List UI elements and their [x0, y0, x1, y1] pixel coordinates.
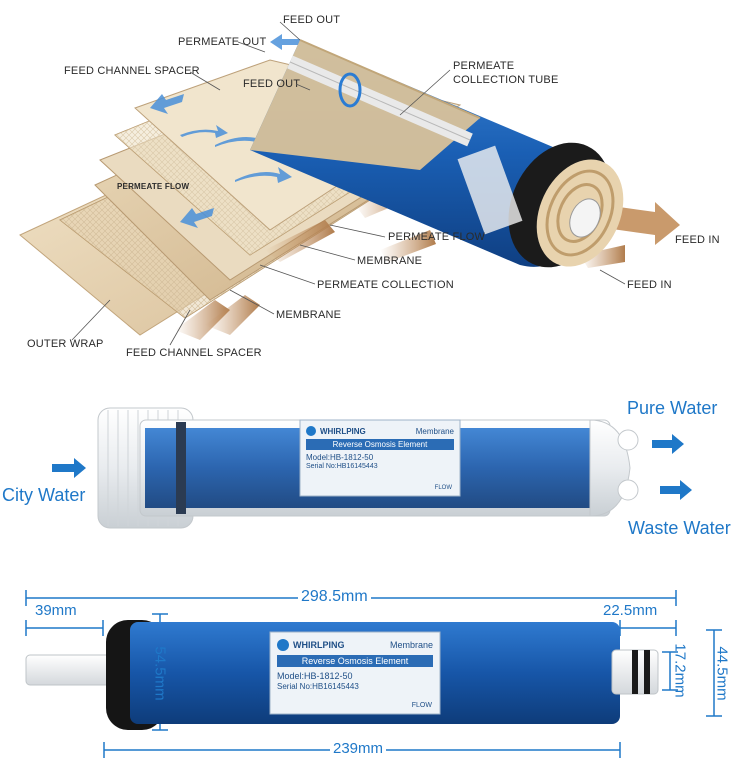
label-title: Reverse Osmosis Element: [306, 439, 454, 450]
brand-type: Membrane: [389, 640, 433, 650]
label-model: Model:HB-1812-50: [277, 671, 353, 681]
exploded-membrane-illustration: [19, 34, 680, 340]
label-feed-in-upper: FEED IN: [675, 234, 720, 246]
label-flow: FLOW: [411, 702, 432, 709]
product-label-small: WHIRLPING Membrane Reverse Osmosis Eleme…: [302, 422, 458, 494]
exploded-view: FEED OUT PERMEATE OUT FEED CHANNEL SPACE…: [0, 0, 750, 370]
label-serial: Serial No:HB16145443: [277, 682, 359, 691]
membrane-cartridge: [250, 39, 624, 268]
label-pure-water: Pure Water: [627, 398, 718, 418]
product-label-large: WHIRLPING Membrane Reverse Osmosis Eleme…: [272, 634, 438, 712]
dimensioned-cartridge-illustration: [25, 590, 722, 758]
permeate-flow-arrows: [150, 34, 300, 228]
label-feed-out-mid: FEED OUT: [243, 78, 301, 90]
label-feed-out-top: FEED OUT: [283, 14, 341, 26]
dimension-view: 298.5mm 39mm 22.5mm 54.5mm 17.2mm 44.5mm…: [0, 580, 750, 776]
label-feed-in-lower: FEED IN: [627, 279, 672, 291]
dim-cap-diameter: 54.5mm: [151, 646, 169, 701]
label-permeate-flow-right: PERMEATE FLOW: [388, 231, 486, 243]
label-city-water: City Water: [2, 485, 86, 505]
label-permeate-collection-tube-2: COLLECTION TUBE: [453, 74, 559, 86]
label-permeate-collection-tube-1: PERMEATE: [453, 60, 515, 72]
label-feed-channel-spacer-bottom: FEED CHANNEL SPACER: [126, 347, 262, 359]
brand-logo-icon: [277, 639, 289, 651]
label-title: Reverse Osmosis Element: [277, 655, 433, 667]
housing-cartridge-illustration: [52, 407, 692, 529]
label-membrane-lower: MEMBRANE: [276, 309, 342, 321]
brand-logo-icon: [306, 426, 316, 436]
label-permeate-out: PERMEATE OUT: [178, 36, 267, 48]
brand-name: WHIRLPING: [293, 640, 345, 650]
brand-name: WHIRLPING: [320, 426, 366, 436]
label-serial: Serial No:HB16145443: [306, 463, 378, 470]
label-membrane-upper: MEMBRANE: [357, 255, 423, 267]
dim-end-length: 22.5mm: [600, 602, 661, 619]
brand-type: Membrane: [415, 426, 454, 436]
dim-body-diameter: 44.5mm: [713, 646, 731, 701]
label-model: Model:HB-1812-50: [306, 453, 374, 462]
label-permeate-flow-left: PERMEATE FLOW: [117, 182, 190, 191]
label-flow: FLOW: [434, 485, 452, 491]
label-feed-channel-spacer-top: FEED CHANNEL SPACER: [64, 65, 200, 77]
label-outer-wrap: OUTER WRAP: [27, 338, 104, 350]
label-permeate-collection: PERMEATE COLLECTION: [317, 279, 454, 291]
label-waste-water: Waste Water: [628, 518, 731, 538]
dim-total-length: 298.5mm: [298, 588, 371, 606]
dim-end-diameter: 17.2mm: [671, 643, 689, 698]
dim-cap-length: 39mm: [32, 602, 80, 619]
feed-in-right-arrow: [605, 202, 680, 245]
dim-body-length: 239mm: [330, 740, 387, 757]
flow-view: Pure Water City Water Waste Water WHIRLP…: [0, 380, 750, 550]
